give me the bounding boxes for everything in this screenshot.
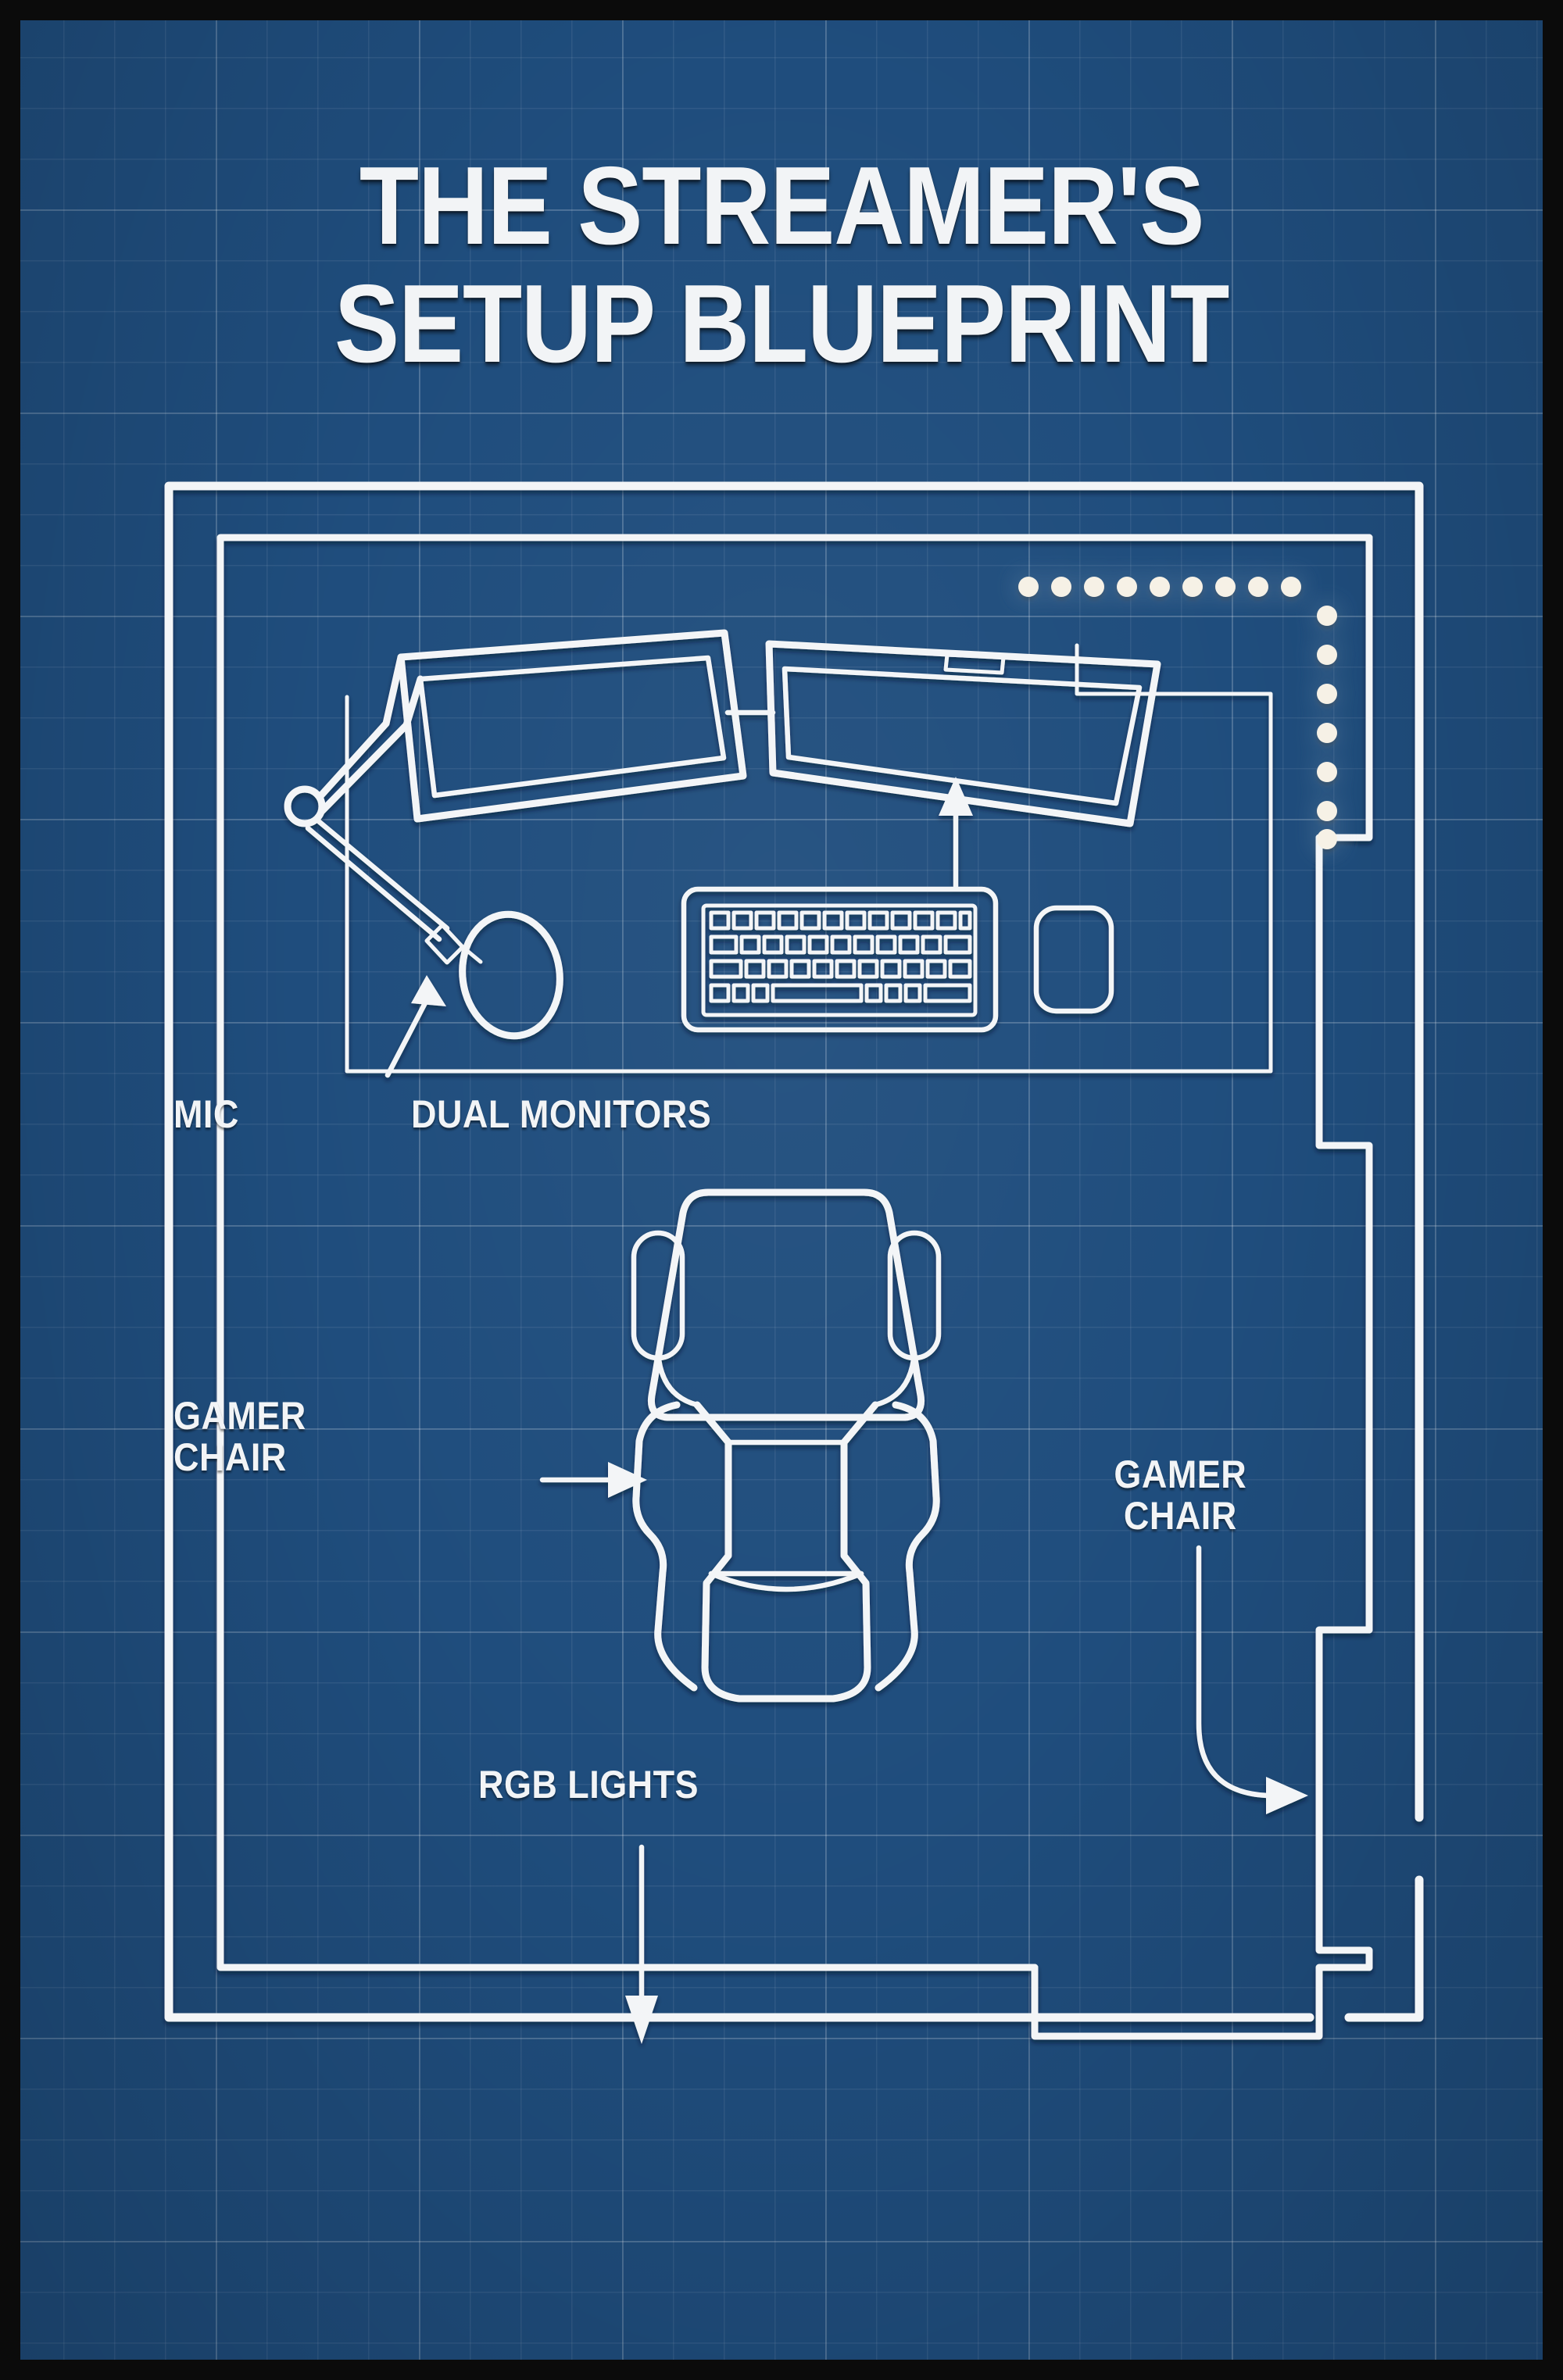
title-line-2: SETUP BLUEPRINT xyxy=(334,262,1230,387)
label-gamer-chair-left: GAMER CHAIR xyxy=(173,1394,306,1479)
keyboard-key-row-1 xyxy=(709,910,972,931)
mic-capsule xyxy=(459,910,563,1040)
rgb-light-dot xyxy=(1248,577,1268,597)
mic-boom-upper-arm-inner xyxy=(318,675,424,815)
rgb-light-dot xyxy=(1051,577,1071,597)
blueprint-sheet: THE STREAMER'S SETUP BLUEPRINT xyxy=(20,20,1543,2360)
rgb-light-dot xyxy=(1018,577,1039,597)
rgb-lights-arrowhead xyxy=(625,1996,658,2044)
mic-arrowhead xyxy=(411,975,446,1006)
rgb-light-dot xyxy=(1182,577,1203,597)
monitor-left-bezel xyxy=(397,629,747,823)
page-title: THE STREAMER'S SETUP BLUEPRINT xyxy=(20,144,1543,387)
rgb-light-dot xyxy=(1317,684,1337,704)
outer-wall-door-jamb xyxy=(1344,1875,1424,2022)
gamer-chair-right-arrowhead xyxy=(1266,1777,1308,1814)
keyboard-keywell xyxy=(701,903,978,1017)
chair-armrest-right-support xyxy=(872,1349,917,1408)
inner-wall-main xyxy=(216,534,1373,1971)
keyboard-body xyxy=(681,886,999,1033)
mic-boom-joint xyxy=(424,923,465,965)
gamer-chair-left-arrowhead xyxy=(608,1462,647,1498)
chair-side-wing-left xyxy=(693,1401,732,1671)
rgb-light-dot xyxy=(1215,577,1236,597)
chair-seat-cushion xyxy=(701,1663,871,1703)
rgb-light-dot xyxy=(1317,645,1337,665)
monitor-right-bezel xyxy=(765,640,1161,827)
rgb-light-dot xyxy=(1150,577,1170,597)
label-gamer-chair-right: GAMER CHAIR xyxy=(1114,1453,1247,1538)
mic-boom-lower-arm xyxy=(313,816,450,931)
keyboard-key-row-2 xyxy=(709,934,972,955)
rgb-light-dot xyxy=(1317,801,1337,821)
rgb-light-dot xyxy=(1317,762,1337,782)
mic-boom-upper-arm xyxy=(316,653,405,801)
gamer-chair-right-leader-line xyxy=(1196,1545,1271,1799)
rgb-light-dot xyxy=(1317,723,1337,743)
label-dual-monitors: DUAL MONITORS xyxy=(411,1092,712,1136)
monitor-left-screen xyxy=(417,655,727,799)
chair-side-wing-right xyxy=(840,1401,879,1671)
rgb-light-strip-right xyxy=(1316,605,1338,850)
mouse xyxy=(1033,905,1114,1014)
inner-wall-doorway-jog xyxy=(1031,1964,1373,2040)
rgb-light-dot xyxy=(1317,829,1337,849)
label-mic: MIC xyxy=(173,1092,239,1136)
chair-backrest xyxy=(647,1188,925,1421)
rgb-light-dot xyxy=(1281,577,1301,597)
keyboard-key-row-4 xyxy=(709,983,972,1003)
floorplan-drawing xyxy=(164,481,1424,2044)
rgb-light-dot xyxy=(1084,577,1104,597)
dual-monitors-arrowhead xyxy=(939,777,973,816)
title-line-1: THE STREAMER'S xyxy=(359,144,1205,268)
inner-wall-recess xyxy=(1315,834,1373,1634)
rgb-light-strip-top xyxy=(1018,576,1302,598)
chair-bolster-right xyxy=(874,1401,940,1692)
monitor-right-webcam-mount xyxy=(943,652,1006,675)
mic-boom-lower-arm-inner xyxy=(305,825,442,942)
rgb-light-dot xyxy=(1117,577,1137,597)
monitor-right-screen xyxy=(782,666,1143,806)
chair-armrest-left-support xyxy=(655,1349,700,1408)
mic-leader-line xyxy=(384,994,431,1078)
keyboard-spacebar xyxy=(771,983,864,1003)
rgb-light-dot xyxy=(1317,606,1337,626)
outer-wall xyxy=(164,481,1424,2022)
keyboard-key-row-3 xyxy=(709,959,972,979)
chair-bolster-left xyxy=(632,1401,698,1692)
chair-seat-cushion-top xyxy=(708,1571,864,1592)
label-rgb-lights: RGB LIGHTS xyxy=(478,1763,699,1806)
desk-outline xyxy=(345,643,1273,1074)
inner-wall-right-lower xyxy=(1315,1626,1373,1971)
